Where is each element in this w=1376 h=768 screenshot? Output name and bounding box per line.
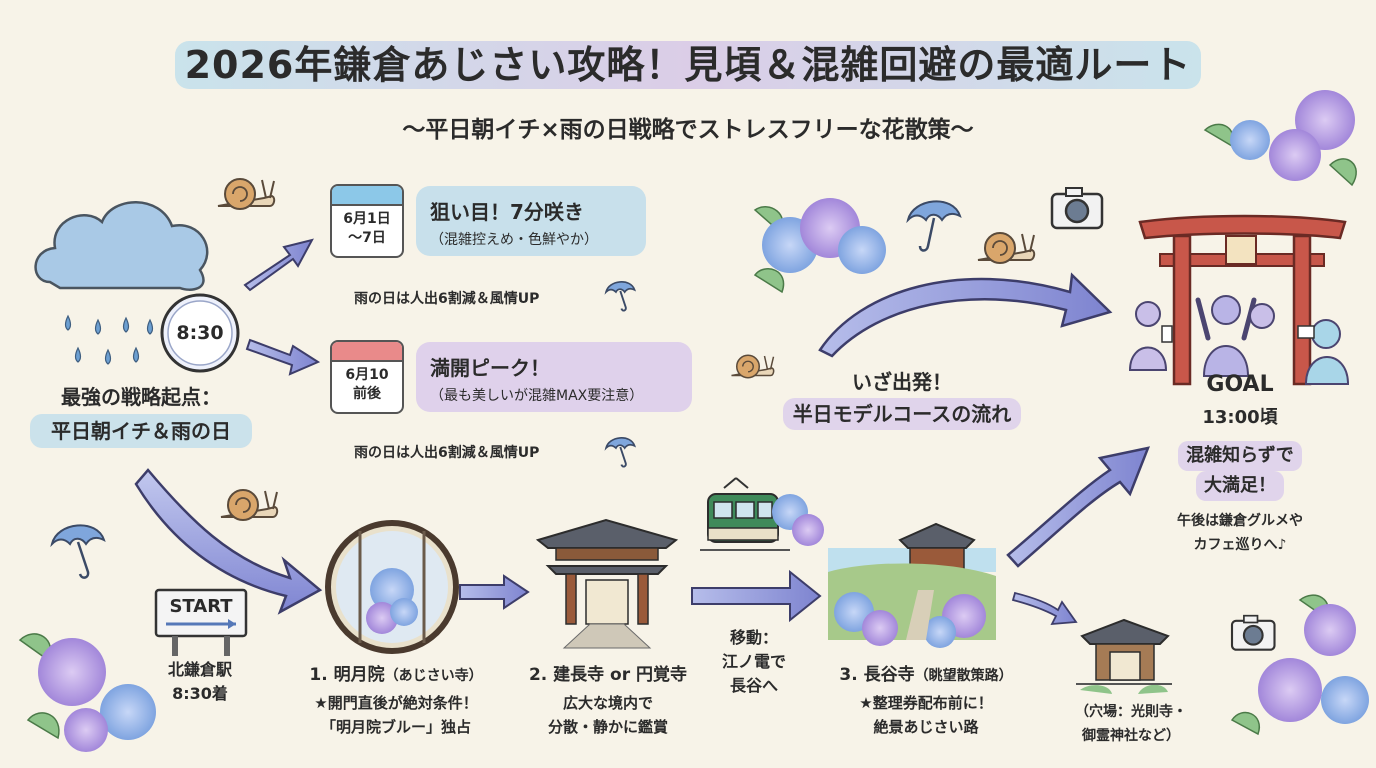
people-cheering-icon — [1128, 295, 1350, 385]
stop-title: 3. 長谷寺（眺望散策路） — [808, 660, 1044, 685]
goal-line2: 大満足！ — [1196, 471, 1284, 501]
hydrangea-icon — [1203, 90, 1357, 187]
calendar-line2: 前後 — [353, 386, 381, 402]
start-sign-icon — [154, 588, 248, 656]
transfer-line1: 移動： — [729, 628, 778, 647]
snail-icon — [731, 354, 775, 379]
page-subtitle: 〜平日朝イチ×雨の日戦略でストレスフリーな花散策〜 — [402, 117, 974, 143]
torii-icon — [1138, 214, 1347, 386]
hidden-spots-line1: （穴場：光則寺・ — [1075, 704, 1187, 720]
calendar-line1: 6月10 — [345, 367, 389, 383]
timing-card: 狙い目！7分咲き （混雑控えめ・色鮮やか） — [416, 186, 646, 256]
stop-suffix: （あじさい寺） — [384, 668, 483, 684]
stop-3: 3. 長谷寺（眺望散策路） ★整理券配布前に！ 絶景あじさい路 — [808, 660, 1044, 739]
camera-icon — [1230, 614, 1276, 651]
calendar-line2: 〜7日 — [348, 230, 386, 246]
arrow-icon — [245, 338, 321, 376]
course-banner: いざ出発！ 半日モデルコースの流れ — [752, 366, 1052, 430]
stop-note2: 絶景あじさい路 — [873, 718, 979, 736]
calendar-icon: 6月10 前後 — [330, 340, 404, 414]
transfer-line2: 江ノ電で — [721, 652, 786, 671]
hydrangea-icon — [18, 633, 156, 752]
stop-suffix: （眺望散策路） — [914, 668, 1013, 684]
start-station: 北鎌倉駅 8:30着 — [140, 658, 260, 706]
arrow-icon — [459, 574, 530, 610]
snail-icon — [977, 232, 1036, 264]
round-window-icon — [325, 520, 459, 654]
arrow-icon — [691, 569, 822, 623]
timing-headline: 狙い目！7分咲き — [430, 200, 584, 224]
umbrella-icon — [906, 200, 962, 252]
strategy-start-line1: 最強の戦略起点： — [61, 385, 221, 409]
hydrangea-icon — [1230, 594, 1369, 736]
umbrella-icon — [604, 437, 636, 468]
goal-message: 混雑知らずで 大満足！ — [1150, 441, 1330, 501]
transfer-note: 移動： 江ノ電で 長谷へ — [704, 626, 804, 698]
goal-label: GOAL — [1206, 372, 1274, 397]
stop-1: 1. 明月院（あじさい寺） ★開門直後が絶対条件！ 「明月院ブルー」独占 — [276, 660, 516, 739]
transfer-line3: 長谷へ — [729, 676, 778, 695]
timing-card: 満開ピーク！ （最も美しいが混雑MAX要注意） — [416, 342, 692, 412]
rain-note: 雨の日は人出6割減＆風情UP — [354, 445, 540, 461]
stop-number: 3. 長谷寺 — [839, 665, 915, 685]
clock-icon — [160, 293, 240, 373]
stop-note1: ★整理券配布前に！ — [859, 694, 993, 712]
camera-icon — [1050, 187, 1104, 230]
umbrella-icon — [604, 281, 636, 312]
stop-note2: 分散・静かに鑑賞 — [547, 718, 668, 736]
stop-number: 2. 建長寺 or 円覚寺 — [528, 665, 688, 685]
goal-after-line1: 午後は鎌倉グルメや — [1177, 513, 1303, 529]
snail-icon — [217, 178, 276, 210]
goal-after: 午後は鎌倉グルメや カフェ巡りへ♪ — [1150, 509, 1330, 557]
stop-2: 2. 建長寺 or 円覚寺 広大な境内で 分散・静かに鑑賞 — [500, 660, 716, 739]
calendar-icon: 6月1日 〜7日 — [330, 184, 404, 258]
start-sign-text: START — [169, 596, 233, 617]
goal-after-line2: カフェ巡りへ♪ — [1193, 537, 1287, 553]
goal-time: 13:00頃 — [1202, 407, 1278, 428]
stop-note1: ★開門直後が絶対条件！ — [314, 694, 478, 712]
start-station-name: 北鎌倉駅 — [167, 660, 232, 679]
arrow-icon — [134, 468, 323, 615]
stop-note1: 広大な境内で — [562, 694, 653, 712]
temple-icon — [828, 522, 996, 648]
temple-icon — [535, 518, 679, 649]
arrow-icon — [243, 238, 314, 292]
course-banner-line2: 半日モデルコースの流れ — [782, 398, 1022, 430]
rain-cloud-icon — [34, 201, 209, 365]
timing-headline: 満開ピーク！ — [430, 356, 550, 380]
start-arrival-time: 8:30着 — [172, 684, 228, 703]
arrow-icon — [818, 272, 1113, 358]
train-icon — [700, 477, 824, 551]
stop-title: 2. 建長寺 or 円覚寺 — [500, 660, 716, 685]
arrow-icon — [1006, 446, 1151, 568]
goal-line1: 混雑知らずで — [1178, 441, 1302, 471]
hidden-spots-line2: 御霊神社など） — [1082, 728, 1180, 744]
stop-number: 1. 明月院 — [309, 665, 385, 685]
strategy-start-label: 最強の戦略起点： 平日朝イチ＆雨の日 — [30, 380, 252, 448]
stop-title: 1. 明月院（あじさい寺） — [276, 660, 516, 685]
snail-icon — [220, 489, 279, 521]
page-title: 2026年鎌倉あじさい攻略！見頃＆混雑回避の最適ルート — [0, 34, 1376, 89]
calendar-line1: 6月1日 — [343, 211, 391, 227]
rain-note: 雨の日は人出6割減＆風情UP — [354, 291, 540, 307]
strategy-start-line2: 平日朝イチ＆雨の日 — [30, 414, 252, 448]
hidden-spots: （穴場：光則寺・ 御霊神社など） — [1056, 700, 1206, 748]
umbrella-icon — [50, 524, 106, 579]
hydrangea-icon — [753, 198, 886, 294]
temple-icon — [1076, 618, 1172, 694]
clock-time: 8:30 — [176, 322, 224, 344]
timing-detail: （最も美しいが混雑MAX要注意） — [430, 388, 644, 404]
timing-detail: （混雑控えめ・色鮮やか） — [430, 232, 598, 248]
goal-block: GOAL 13:00頃 混雑知らずで 大満足！ 午後は鎌倉グルメや カフェ巡りへ… — [1150, 372, 1330, 557]
stop-note2: 「明月院ブルー」独占 — [320, 718, 471, 736]
arrow-icon — [1011, 591, 1078, 626]
course-banner-line1: いざ出発！ — [852, 370, 952, 394]
